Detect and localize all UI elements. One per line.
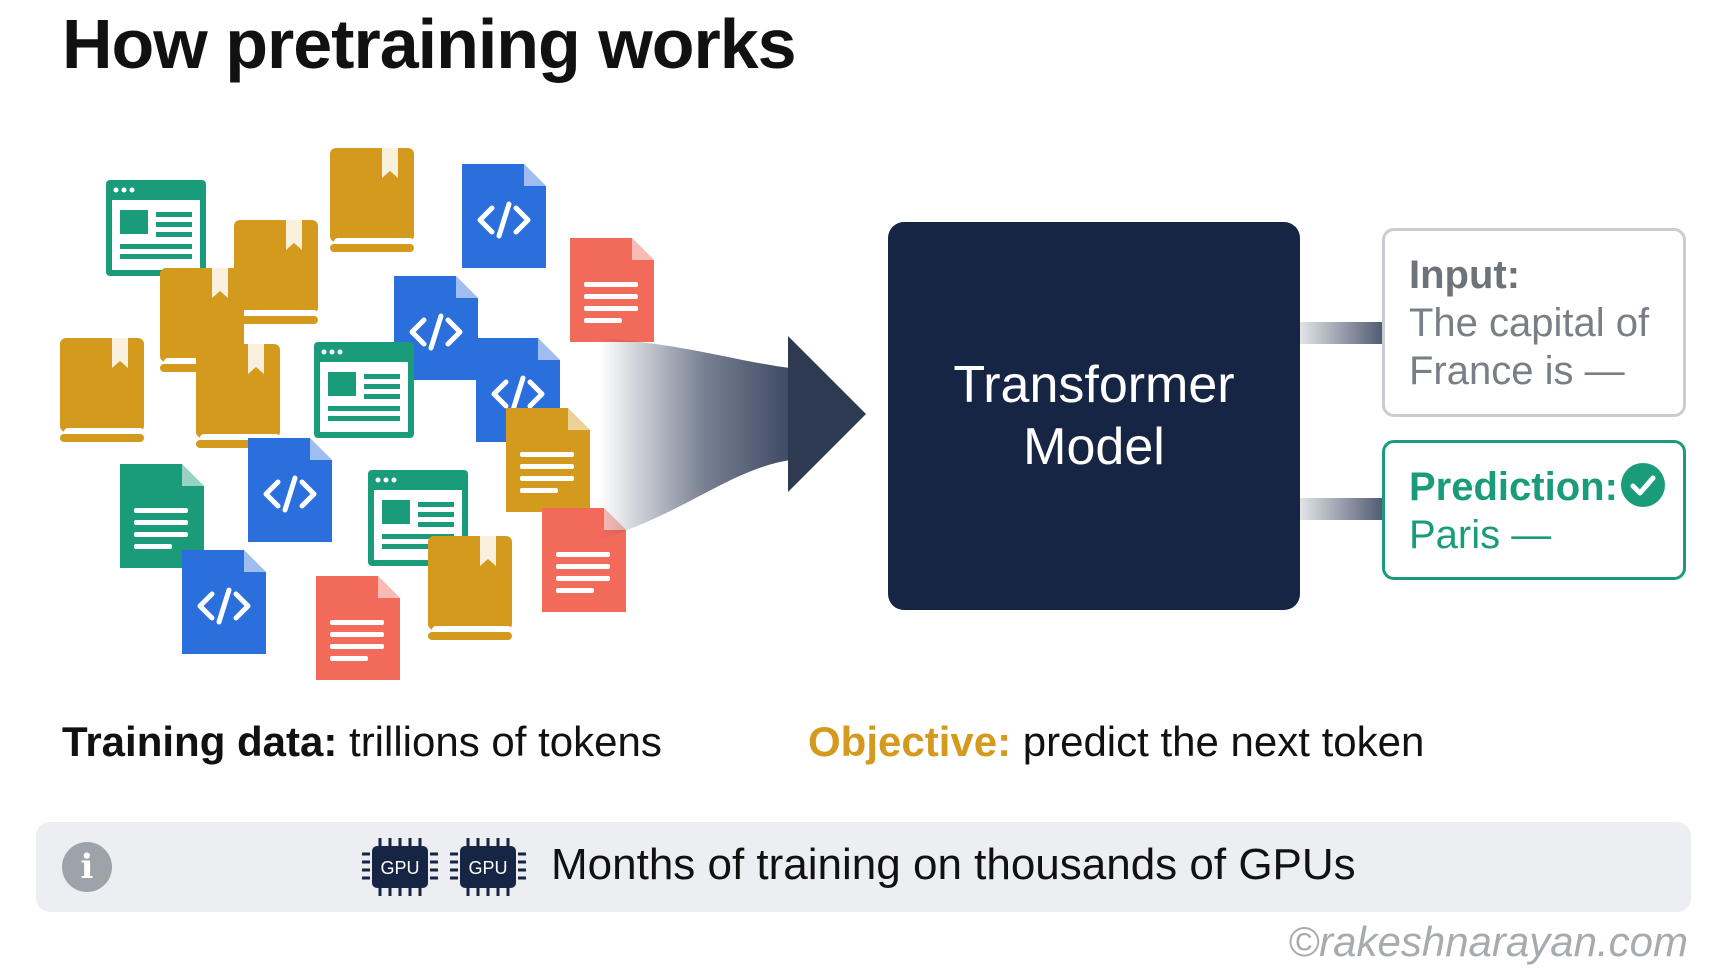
training-documents-collage xyxy=(60,148,654,680)
model-title-line1: Transformer xyxy=(953,356,1235,414)
input-heading: Input: xyxy=(1409,253,1521,297)
info-bar-text: Months of training on thousands of GPUs xyxy=(551,840,1356,889)
check-circle-icon xyxy=(1621,463,1665,507)
code-file-icon xyxy=(462,164,546,268)
transformer-model-block: Transformer Model xyxy=(888,222,1300,610)
book-icon xyxy=(428,536,512,640)
gpu-chip-icon: GPU xyxy=(362,838,438,896)
info-icon: i xyxy=(62,842,112,892)
gpu-chip-icon: GPU xyxy=(450,838,526,896)
training-data-caption: Training data: trillions of tokens xyxy=(62,718,662,766)
watermark: ©rakeshnarayan.com xyxy=(1288,918,1688,965)
book-icon xyxy=(330,148,414,252)
prediction-heading: Prediction: xyxy=(1409,465,1618,509)
prediction-box: Prediction: Paris — xyxy=(1382,440,1686,580)
objective-caption: Objective: predict the next token xyxy=(808,718,1424,766)
book-icon xyxy=(60,338,144,442)
connector-input xyxy=(1300,322,1382,344)
gpu-label: GPU xyxy=(380,858,419,878)
page-title: How pretraining works xyxy=(62,5,797,83)
webpage-icon xyxy=(106,180,206,276)
text-document-icon xyxy=(316,576,400,680)
code-file-icon xyxy=(394,276,478,380)
input-text: The capital of France is — xyxy=(1409,301,1650,393)
text-document-icon xyxy=(120,464,204,568)
text-document-icon xyxy=(506,408,590,512)
arrow-head xyxy=(788,336,866,492)
book-icon xyxy=(234,220,318,324)
objective-label: Objective: xyxy=(808,718,1012,765)
model-title-line2: Model xyxy=(1023,418,1165,476)
objective-text: predict the next token xyxy=(1011,718,1425,765)
webpage-icon xyxy=(314,342,414,438)
input-box: Input: The capital of France is — xyxy=(1382,228,1686,417)
connector-prediction xyxy=(1300,498,1382,520)
code-file-icon xyxy=(182,550,266,654)
funnel-shape xyxy=(600,338,790,540)
text-document-icon xyxy=(570,238,654,342)
gpu-label: GPU xyxy=(468,858,507,878)
prediction-text: Paris — xyxy=(1409,513,1552,557)
code-file-icon xyxy=(248,438,332,542)
info-bar: i GPU GPU Months of training on thousand… xyxy=(36,822,1691,912)
training-data-label: Training data: xyxy=(62,718,338,765)
training-data-text: trillions of tokens xyxy=(337,718,662,765)
